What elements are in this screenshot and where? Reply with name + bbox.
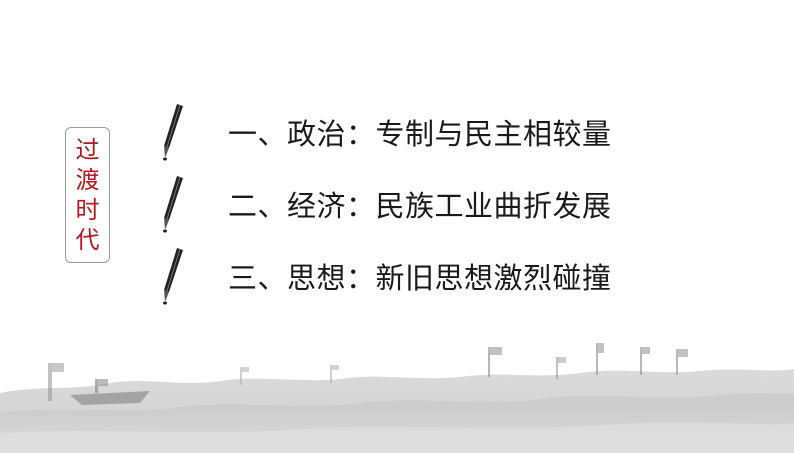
- side-label-char-1: 过: [75, 136, 100, 164]
- side-label-char-3: 时: [75, 196, 100, 224]
- crowd-silhouette-background: [0, 343, 794, 453]
- side-label-box: 过 渡 时 代: [65, 127, 110, 263]
- item-text-thought: 三、思想：新旧思想激烈碰撞: [228, 261, 612, 295]
- list-item-economy: 二、经济：民族工业曲折发展: [155, 174, 611, 234]
- item-text-economy: 二、经济：民族工业曲折发展: [228, 189, 612, 223]
- ink-brush-pen-icon: [163, 248, 183, 305]
- list-item-thought: 三、思想：新旧思想激烈碰撞: [155, 246, 611, 306]
- side-label-char-4: 代: [75, 226, 100, 254]
- ink-brush-pen-icon: [163, 176, 183, 233]
- list-item-politics: 一、政治：专制与民主相较量: [155, 102, 611, 162]
- item-text-politics: 一、政治：专制与民主相较量: [228, 117, 612, 151]
- side-label-char-2: 渡: [75, 166, 100, 194]
- ink-brush-pen-icon: [163, 104, 183, 161]
